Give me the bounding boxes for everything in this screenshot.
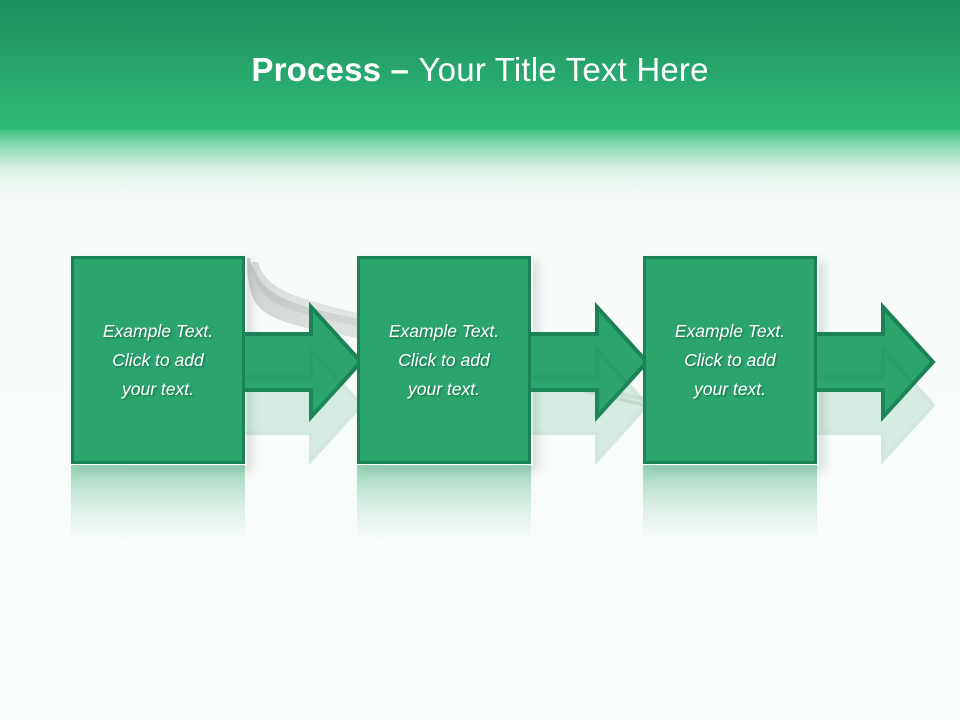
step-box-2[interactable]: Example Text. Click to add your text. — [357, 256, 531, 464]
step-text-1: Example Text. Click to add your text. — [102, 320, 214, 399]
arrow-right-icon-3 — [811, 302, 936, 422]
step-text-2: Example Text. Click to add your text. — [388, 320, 500, 399]
title-bold-part: Process – — [251, 51, 419, 88]
step-box-3[interactable]: Example Text. Click to add your text. — [643, 256, 817, 464]
step-box-reflection-3 — [643, 465, 817, 539]
header-green-band — [0, 0, 960, 130]
arrow-right-icon-2 — [525, 302, 650, 422]
arrow-right-reflection-3 — [811, 345, 936, 465]
step-box-reflection-2 — [357, 465, 531, 539]
title-light-part: Your Title Text Here — [418, 51, 709, 88]
arrow-right-reflection-1 — [239, 345, 364, 465]
step-box-reflection-1 — [71, 465, 245, 539]
header-gradient-fade — [0, 129, 960, 207]
step-text-3: Example Text. Click to add your text. — [674, 320, 786, 399]
slide-title: Process – Your Title Text Here — [0, 50, 960, 90]
arrow-right-reflection-2 — [525, 345, 650, 465]
step-box-1[interactable]: Example Text. Click to add your text. — [71, 256, 245, 464]
arrow-right-icon-1 — [239, 302, 364, 422]
